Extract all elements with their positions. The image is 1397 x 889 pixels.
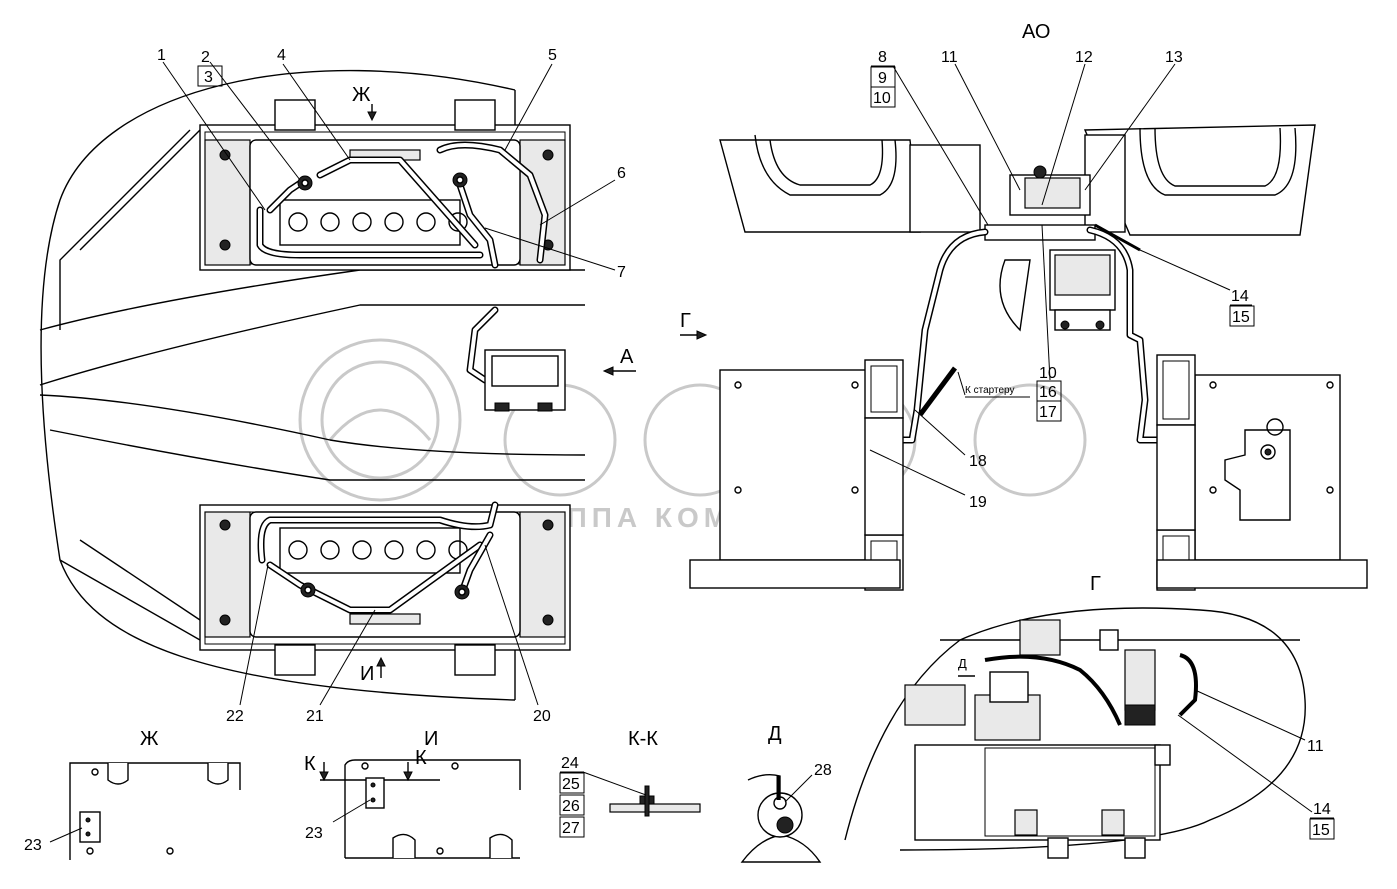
callout-1: 1 bbox=[157, 47, 166, 64]
callout-23-b: 23 bbox=[305, 825, 323, 842]
callout-21: 21 bbox=[306, 708, 324, 725]
view-arrow-a: А bbox=[620, 346, 634, 368]
callout-9: 9 bbox=[878, 70, 887, 87]
callout-4: 4 bbox=[277, 47, 286, 64]
callout-15-b: 15 bbox=[1312, 822, 1330, 839]
view-i-title: И bbox=[424, 728, 438, 750]
view-g-callouts: 11 14 15 bbox=[1177, 689, 1335, 840]
view-zh: Ж 23 bbox=[24, 728, 241, 860]
callout-7: 7 bbox=[617, 264, 626, 281]
callout-22: 22 bbox=[226, 708, 244, 725]
view-arrow-g: Г bbox=[680, 310, 691, 332]
callout-25: 25 bbox=[562, 776, 580, 793]
callout-16: 16 bbox=[1039, 384, 1057, 401]
view-arrow-zh: Ж bbox=[352, 84, 371, 106]
main-view-callouts: 1 2 3 4 5 6 7 22 21 20 bbox=[157, 47, 626, 725]
callout-13: 13 bbox=[1165, 49, 1183, 66]
section-kk-title: К-К bbox=[628, 728, 658, 750]
callout-11-a: 11 bbox=[941, 49, 958, 66]
view-d-title: Д bbox=[768, 723, 782, 745]
view-d-marker-text: Д bbox=[958, 656, 967, 671]
cut-k-left: К bbox=[304, 753, 316, 775]
watermark: ГРУППА КОМПАНИЙ bbox=[298, 338, 1087, 533]
callout-17: 17 bbox=[1039, 404, 1057, 421]
callout-15-a: 15 bbox=[1232, 309, 1250, 326]
view-g-title: Г bbox=[1090, 573, 1101, 595]
view-d: Д 28 bbox=[740, 723, 832, 863]
callout-14-a: 14 bbox=[1231, 288, 1249, 305]
starter-note: К стартеру bbox=[965, 385, 1014, 396]
view-a: АО bbox=[680, 21, 1368, 591]
callout-18: 18 bbox=[969, 453, 987, 470]
view-i: И К К 23 bbox=[304, 728, 521, 859]
main-plan-view: Ж И А bbox=[39, 69, 636, 701]
callout-23-a: 23 bbox=[24, 837, 42, 854]
callout-26: 26 bbox=[562, 798, 580, 815]
view-g: Г Д bbox=[844, 573, 1306, 859]
callout-14-b: 14 bbox=[1313, 801, 1331, 818]
callout-11-b: 11 bbox=[1307, 738, 1324, 755]
cut-k-right: К bbox=[415, 747, 427, 769]
callout-10-b: 10 bbox=[1039, 365, 1057, 382]
callout-20: 20 bbox=[533, 708, 551, 725]
view-zh-title: Ж bbox=[140, 728, 159, 750]
callout-2: 2 bbox=[201, 49, 210, 66]
callout-8: 8 bbox=[878, 49, 887, 66]
callout-28: 28 bbox=[814, 762, 832, 779]
callout-3: 3 bbox=[204, 69, 213, 86]
callout-12: 12 bbox=[1075, 49, 1093, 66]
callout-6: 6 bbox=[617, 165, 626, 182]
callout-27: 27 bbox=[562, 820, 580, 837]
view-arrow-i: И bbox=[360, 663, 374, 685]
callout-24: 24 bbox=[561, 755, 579, 772]
view-a-title: АО bbox=[1022, 21, 1050, 43]
callout-19: 19 bbox=[969, 494, 987, 511]
callout-10-a: 10 bbox=[873, 90, 891, 107]
callout-5: 5 bbox=[548, 47, 557, 64]
section-kk: К-К 24 25 26 27 bbox=[559, 728, 701, 838]
view-a-callouts: 8 9 10 11 12 13 14 15 10 16 17 18 19 bbox=[869, 49, 1255, 511]
